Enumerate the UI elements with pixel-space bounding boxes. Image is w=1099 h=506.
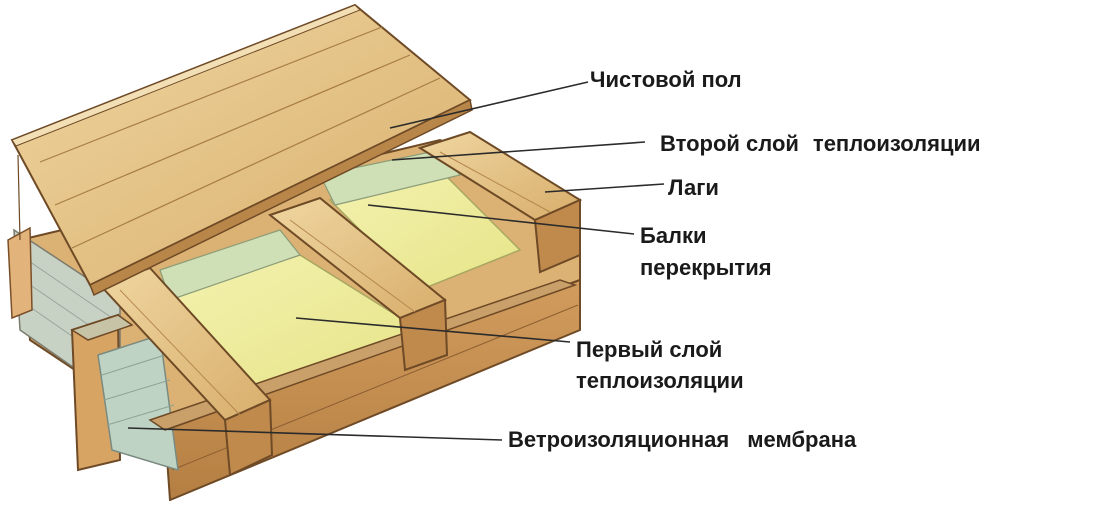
label-first-insulation-line1: Первый слой (576, 337, 723, 362)
wind-membrane (97, 334, 179, 472)
label-finish-floor: Чистовой пол (590, 67, 742, 92)
label-beams-line1: Балки (640, 223, 707, 248)
leader-first-insulation (295, 317, 571, 343)
label-beams-line2: перекрытия (640, 255, 772, 280)
label-first-insulation-line2: теплоизоляции (576, 368, 744, 393)
joist-2-front (398, 298, 449, 372)
joist-3-front (533, 198, 581, 274)
leader-joists (544, 183, 665, 193)
left-post (7, 226, 33, 320)
leader-finish-floor (389, 81, 589, 129)
joist-1-front (223, 398, 274, 477)
leader-beams (367, 204, 635, 235)
label-second-insulation-part1: Второй слой (660, 131, 799, 156)
label-second-insulation: Второй слой теплоизоляции (660, 130, 981, 157)
label-membrane: Ветроизоляционная мембрана (508, 426, 856, 453)
label-membrane-part1: Ветроизоляционная (508, 427, 730, 452)
finish-floor-edge (89, 98, 473, 297)
leader-membrane (127, 427, 503, 441)
second-insulation-layer-2 (319, 149, 462, 206)
leader-second-insulation (391, 141, 646, 161)
label-second-insulation-part2: теплоизоляции (812, 131, 981, 156)
label-membrane-part2: мембрана (747, 427, 857, 452)
label-joists: Лаги (668, 175, 719, 200)
